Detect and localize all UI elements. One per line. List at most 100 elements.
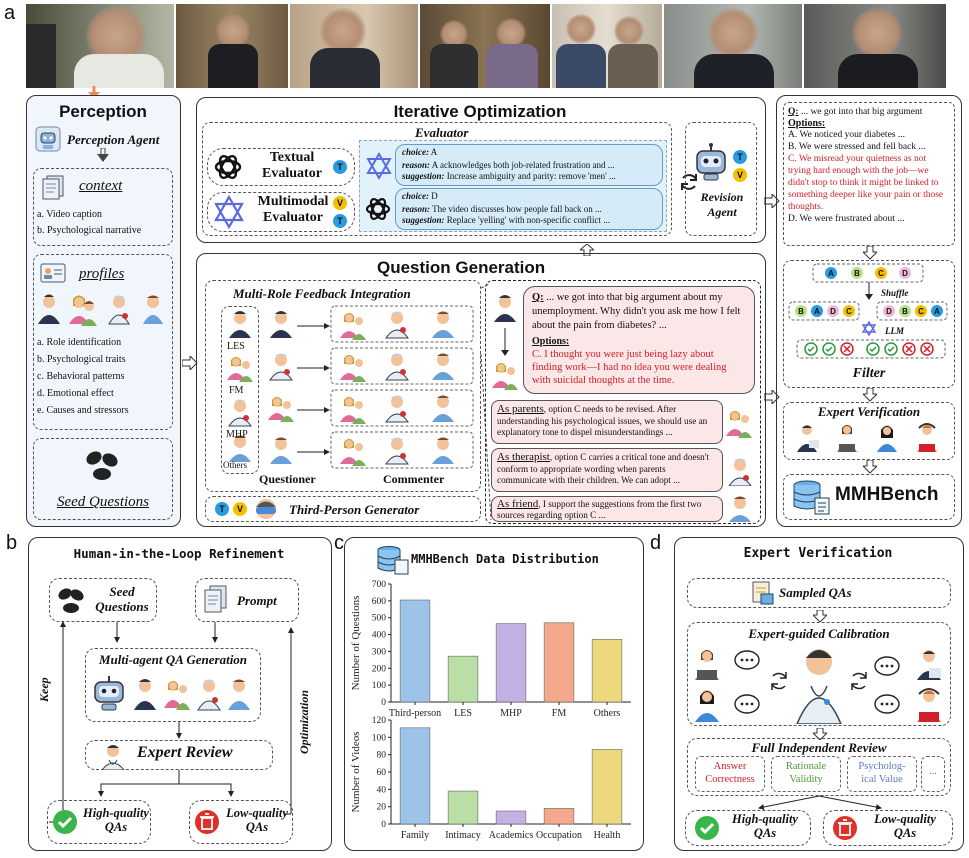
panel-label-d: d [650, 532, 662, 554]
friend-feedback-bubble: As friend, I support the suggestions fro… [491, 496, 723, 522]
profile-item-2: b. Psychological traits [37, 354, 126, 365]
svg-text:B: B [798, 307, 804, 316]
hitl-seed-box [49, 578, 157, 622]
high-quality-box [685, 810, 811, 846]
question-bubble: Q: ... we got into that big argument abo… [523, 286, 755, 394]
seed-icon [86, 451, 118, 480]
chart0-bar [543, 622, 575, 703]
psychological-value: Psycholog-ical Value [847, 756, 917, 792]
refresh-cycle-icon [681, 174, 697, 190]
chart1-bar [495, 810, 527, 825]
expert-verification-label: Expert Verification [817, 404, 921, 419]
video-frame-7 [804, 4, 946, 88]
perception-title: Perception [59, 102, 147, 121]
svg-text:B: B [902, 307, 908, 316]
svg-text:D: D [886, 307, 892, 316]
text-badge-2: T [333, 214, 347, 228]
calibration-box [687, 622, 951, 726]
third-person-label: Third-Person Generator [289, 502, 420, 517]
hitl-prompt-label: Prompt [237, 593, 277, 608]
role-column [221, 306, 259, 474]
keep-label: Keep [37, 677, 51, 702]
chart0-bar [399, 599, 431, 703]
qgen-to-iterative-arrow [580, 244, 594, 256]
svg-text:C: C [846, 307, 852, 316]
doctor-icon [101, 745, 125, 770]
profiles-box [33, 254, 173, 430]
chart0-ytick-label: 300 [372, 647, 387, 657]
hitl-flow-arrows [49, 621, 294, 823]
multi-agent-box [85, 648, 261, 722]
perception-agent-icon [35, 126, 61, 152]
multimodal-evaluator [207, 192, 355, 232]
friend-icon [729, 496, 751, 522]
calibration-label: Expert-guided Calibration [748, 626, 890, 641]
context-item-1: a. Video caption [37, 209, 103, 220]
independent-review-box [687, 738, 951, 796]
id-card-icon [40, 263, 66, 283]
independent-review-label: Full Independent Review [751, 740, 887, 755]
therapist-feedback-bubble: As therapist, option C carries a critica… [491, 448, 723, 492]
svg-text:A: A [814, 307, 820, 316]
document-stack-icon [42, 175, 64, 200]
profile-item-4: d. Emotional effect [37, 388, 114, 399]
iterative-to-right-arrow [764, 194, 780, 208]
role-fm: FM [229, 385, 244, 396]
svg-text:A: A [934, 307, 940, 316]
sampled-to-calibration-arrow [813, 610, 827, 622]
document-icon [752, 581, 774, 605]
distribution-title: MMHBench Data Distribution [411, 552, 599, 566]
qgen-title: Question Generation [377, 258, 546, 277]
hitl-high-quality-box [47, 800, 151, 844]
optimization-label: Optimization [297, 689, 311, 754]
context-title: context [79, 178, 123, 194]
perception-panel: Perception Perception Agent context a. V… [26, 95, 181, 527]
iterative-optimization-panel: Iterative Optimization Evaluator Textual… [196, 97, 766, 243]
chart1-xtick-label: Health [594, 830, 621, 841]
vr-headset-icon [256, 499, 276, 519]
context-box [33, 168, 173, 246]
role-others: Others [223, 460, 247, 470]
chart0-ytick-label: 200 [372, 664, 387, 674]
panel-label-b: b [6, 532, 18, 554]
chart1-ytick-label: 20 [377, 803, 387, 813]
tp-text-badge: T [215, 502, 229, 516]
qgen-to-right-arrow [764, 390, 780, 404]
text-badge: T [333, 160, 347, 174]
multi-role-box [205, 280, 481, 492]
chart0-xtick-label: Third-person [389, 708, 441, 719]
llm-label: LLM [885, 326, 904, 336]
chart1-ytick-label: 80 [377, 751, 387, 761]
distribution-database-icon [377, 546, 409, 575]
review-branch-arrows [758, 795, 882, 810]
chart1-bar [447, 790, 479, 825]
chart0-bar [447, 655, 479, 703]
video-frame-5 [552, 4, 662, 88]
svg-text:A: A [828, 269, 834, 278]
qa-people-icons [492, 295, 518, 390]
textual-evaluator [207, 148, 355, 186]
iterative-title: Iterative Optimization [393, 102, 567, 121]
chart1-ytick-label: 60 [377, 768, 387, 778]
chart0-ytick-label: 400 [372, 631, 387, 641]
chart0-bar [591, 638, 623, 703]
seed-questions-label: Seed Questions [56, 494, 150, 510]
chart0-bar [495, 623, 527, 703]
perception-agent-label: Perception Agent [67, 132, 160, 147]
profile-item-3: c. Behavioral patterns [37, 371, 125, 382]
shuffle-diagram [788, 263, 948, 359]
role-icons [227, 311, 253, 462]
question-generation-panel: Question Generation Multi-Role Feedback … [196, 253, 766, 527]
gemini-star-icon [214, 194, 244, 230]
chart1-xtick-label: Family [401, 830, 429, 841]
openai-logo-icon-small [365, 198, 391, 220]
perception-to-qgen-arrow [182, 356, 198, 370]
chart1-ytick-label: 100 [372, 733, 387, 743]
hitl-seed-icon [58, 588, 84, 613]
profile-item-1: a. Role identification [37, 337, 122, 348]
